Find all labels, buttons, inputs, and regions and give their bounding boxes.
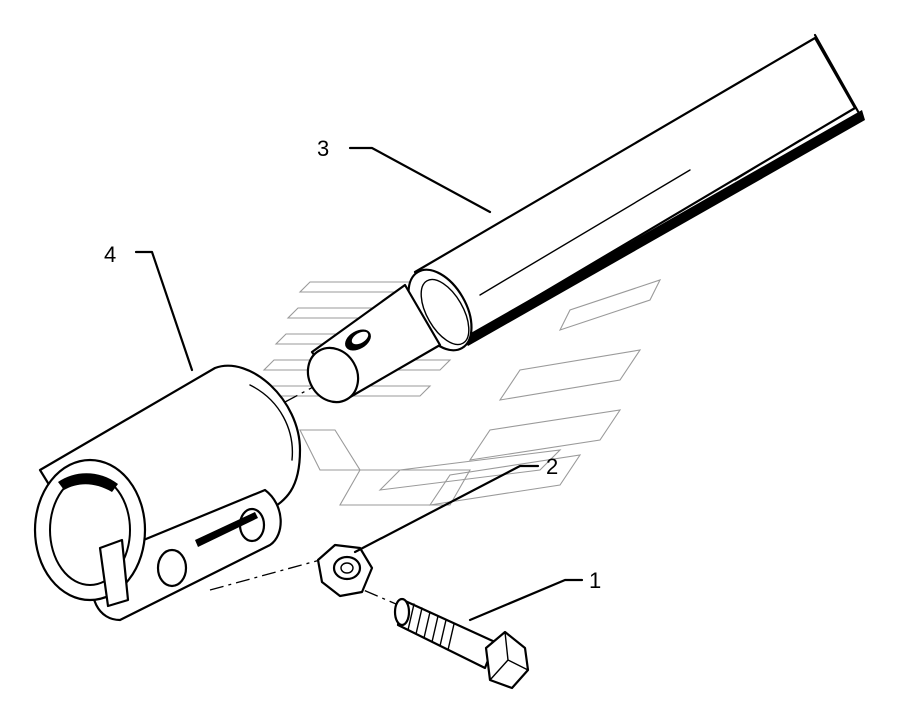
leader-line-2: [353, 464, 540, 554]
callout-label-2: 2: [546, 454, 558, 479]
leader-line-1: [468, 578, 584, 622]
callout-label-1: 1: [589, 568, 601, 593]
clamp-coupling: [33, 364, 302, 622]
leader-line-3: [348, 146, 492, 214]
nut: [316, 543, 374, 598]
leader-lines: [134, 146, 584, 622]
callout-label-4: 4: [104, 242, 116, 267]
shaft-tube: [306, 33, 865, 404]
leader-line-4: [134, 250, 194, 372]
bolt: [393, 597, 530, 690]
callout-label-3: 3: [317, 136, 329, 161]
